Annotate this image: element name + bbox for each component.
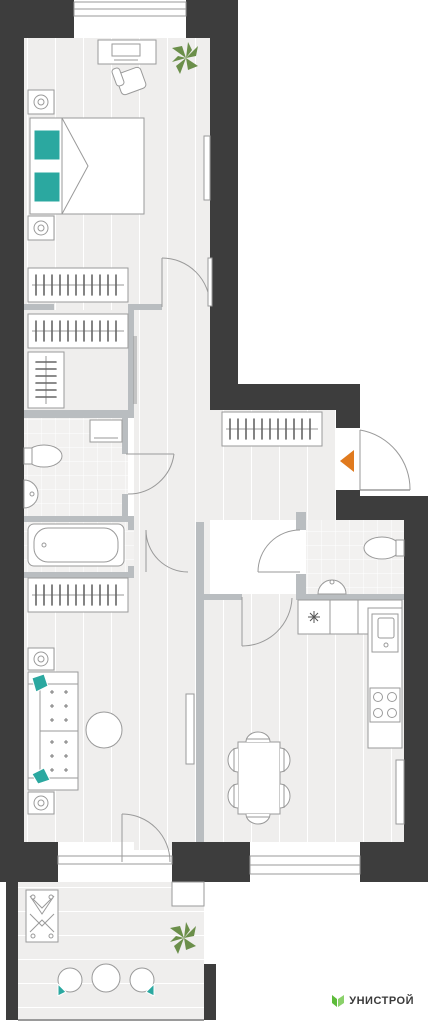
left-wall <box>0 0 24 842</box>
balcony-wall-right <box>204 964 216 1020</box>
bottom-wall-right <box>360 842 428 882</box>
armchair-left <box>57 967 83 997</box>
tv-unit <box>185 693 195 765</box>
toilet-left <box>23 444 63 468</box>
desk-chair <box>111 66 147 96</box>
bathroom-fixtures <box>23 419 405 595</box>
notch-wall-top <box>210 384 360 410</box>
wall-radiator-bedroom <box>203 135 211 201</box>
balcony-wall-left <box>6 882 18 1020</box>
sofa <box>27 671 79 791</box>
hangers <box>35 274 311 606</box>
wc-door[interactable] <box>257 529 301 573</box>
brand-logo: УНИСТРОЙ <box>331 994 414 1008</box>
washing-machine <box>89 419 123 443</box>
right-wall-upper <box>210 0 238 410</box>
fridge-snowflake-icon <box>308 611 320 623</box>
sink-left <box>23 479 39 509</box>
bathtub <box>27 523 125 567</box>
desk <box>97 39 157 65</box>
kitchen-counter-side <box>367 607 403 749</box>
kitchen-radiator <box>395 759 405 825</box>
kitchen-furniture <box>227 599 405 825</box>
storage-rack <box>25 889 59 943</box>
wardrobe-hall-2 <box>27 351 65 409</box>
pillow-bottom <box>33 171 61 203</box>
windows <box>57 1 361 907</box>
entrance-door[interactable] <box>359 429 411 491</box>
plant-icon-balcony <box>170 922 196 954</box>
living-window <box>57 855 173 865</box>
nightstand-bottom <box>27 215 55 241</box>
doors <box>121 257 411 863</box>
uni-leaf-logo-icon <box>332 995 345 1007</box>
living-balcony-door[interactable] <box>121 813 171 863</box>
notch-wall-right <box>336 384 360 428</box>
balcony-table <box>91 963 121 993</box>
bedroom-furniture <box>27 39 211 241</box>
dining-table <box>237 741 281 815</box>
wardrobe-entry <box>221 411 323 447</box>
dining-chairs <box>227 731 291 825</box>
side-table-top <box>27 647 55 671</box>
kitchen-door[interactable] <box>241 597 293 647</box>
armchair-right <box>129 967 155 997</box>
wardrobe-bedroom <box>27 267 129 303</box>
wardrobe-door[interactable] <box>133 336 137 404</box>
wardrobe-living <box>27 577 129 613</box>
bathroom-door[interactable] <box>145 529 189 573</box>
sink-wc <box>317 579 347 595</box>
entry-arrow-icon <box>340 450 354 472</box>
toilet-door[interactable] <box>126 453 175 495</box>
wardrobe-hall-1 <box>27 313 129 349</box>
side-table-bottom <box>27 791 55 815</box>
partitions <box>24 304 404 842</box>
right-wall <box>404 496 428 842</box>
right-wall-lower <box>336 496 404 520</box>
top-wall-left <box>24 0 74 38</box>
toilet-wc <box>363 536 405 560</box>
bottom-wall-left <box>0 842 58 882</box>
balcony-furniture <box>25 889 196 997</box>
plant-icon <box>172 42 198 74</box>
coffee-table <box>85 711 123 749</box>
balcony-window <box>171 881 205 907</box>
pillow-top <box>33 129 61 161</box>
bedroom-door[interactable] <box>161 257 213 307</box>
corridor-floor <box>134 310 210 410</box>
brand-name: УНИСТРОЙ <box>349 995 414 1007</box>
nightstand-top <box>27 89 55 115</box>
double-bed <box>29 117 145 215</box>
bottom-wall-mid <box>172 842 250 882</box>
living-furniture <box>27 647 195 815</box>
